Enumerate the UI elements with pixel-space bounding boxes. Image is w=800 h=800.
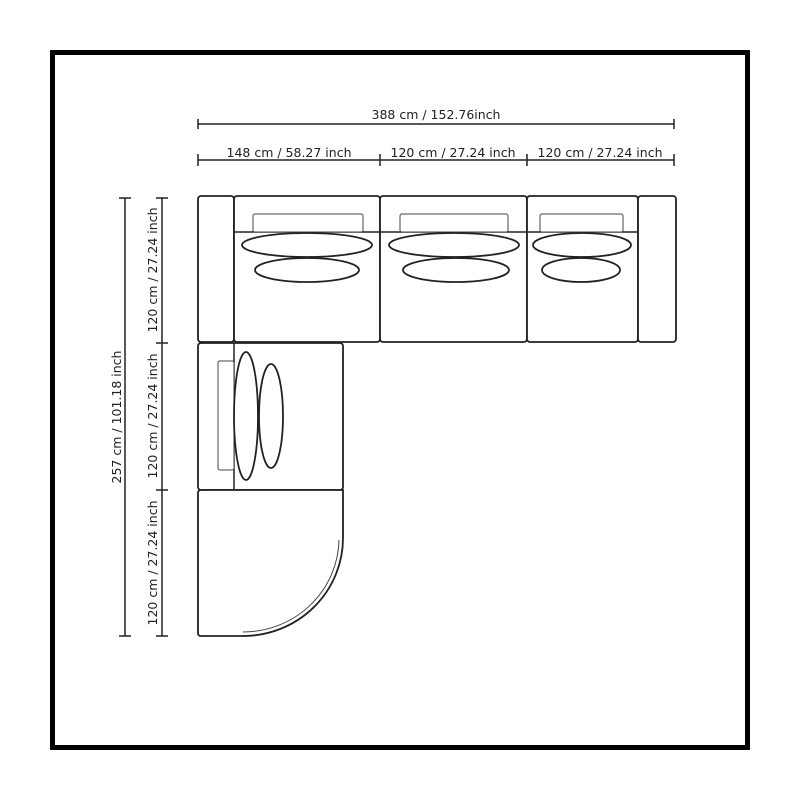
pillow <box>532 232 632 258</box>
depth-3-label: 120 cm / 27.24 inch <box>145 501 160 626</box>
frame-border <box>50 50 750 750</box>
segment-3-label: 120 cm / 27.24 inch <box>538 145 663 160</box>
width-dimensions: 388 cm / 152.76inch 148 cm / 58.27 inch … <box>197 107 675 166</box>
segment-1-label: 148 cm / 58.27 inch <box>227 145 352 160</box>
pillow <box>541 257 621 283</box>
total-depth-line <box>119 197 131 637</box>
depth-dimensions: 257 cm / 101.18 inch 120 cm / 27.24 inch… <box>109 197 168 637</box>
sofa-side-module <box>197 342 344 491</box>
back-cushion-2 <box>399 213 509 233</box>
depth-2-label: 120 cm / 27.24 inch <box>145 354 160 479</box>
back-cushion-3 <box>539 213 624 233</box>
pillow <box>233 351 259 481</box>
depth-1-label: 120 cm / 27.24 inch <box>145 208 160 333</box>
pillow <box>241 232 373 258</box>
pillow <box>258 363 284 469</box>
pillow <box>402 257 510 283</box>
back-cushion-1 <box>252 213 364 233</box>
total-depth-label: 257 cm / 101.18 inch <box>109 351 124 484</box>
pillow <box>388 232 520 258</box>
total-width-label: 388 cm / 152.76inch <box>372 107 501 122</box>
segment-width-line <box>197 154 675 166</box>
side-back-cushion <box>217 360 235 471</box>
total-width-line <box>197 119 675 129</box>
right-arm <box>637 195 677 343</box>
segment-depth-line <box>156 197 168 637</box>
left-arm <box>197 195 235 343</box>
chaise-edge-line <box>242 539 340 633</box>
sofa-top-row <box>197 195 677 343</box>
pillow <box>254 257 360 283</box>
segment-2-label: 120 cm / 27.24 inch <box>391 145 516 160</box>
